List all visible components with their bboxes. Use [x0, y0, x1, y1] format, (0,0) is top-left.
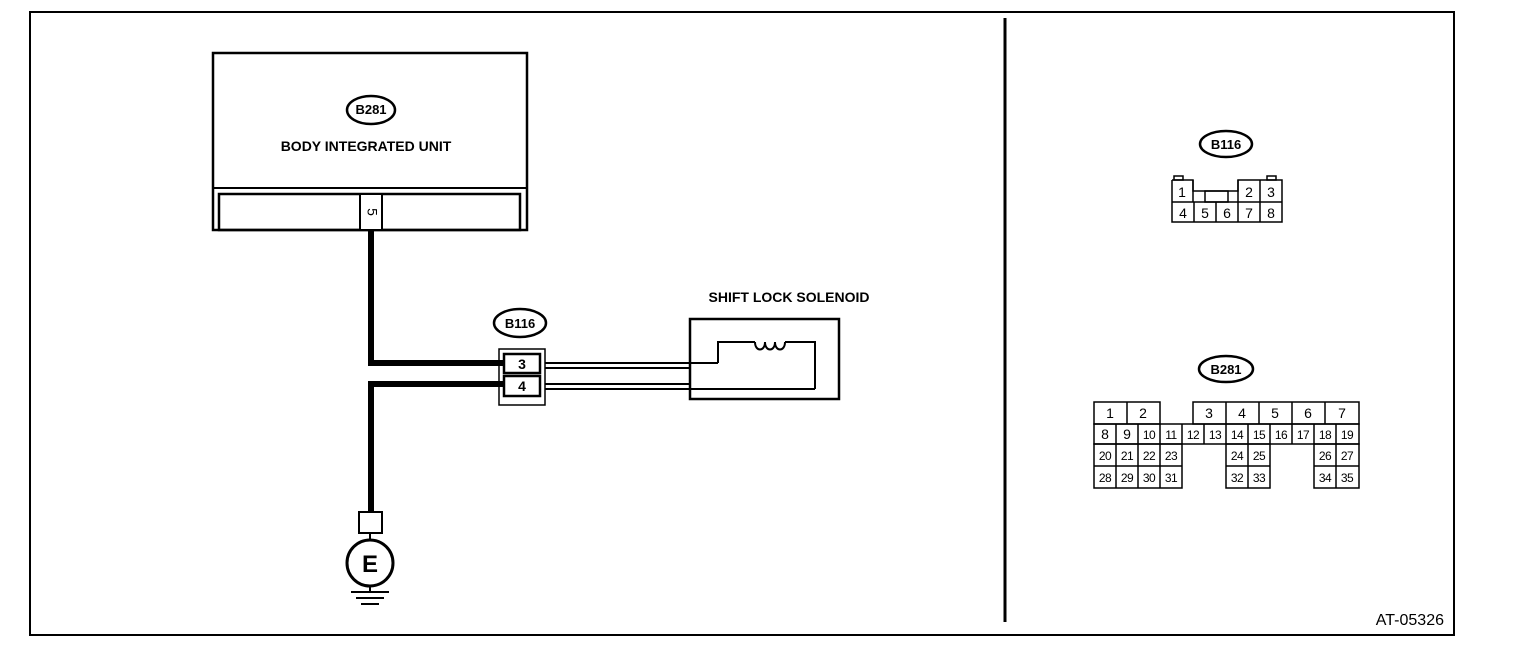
- b281-face-pin: 21: [1121, 449, 1134, 463]
- diagram-border: [29, 11, 1455, 636]
- b281-face-pin: 23: [1165, 449, 1178, 463]
- b116-face-pin: 6: [1223, 205, 1231, 221]
- figure-id: AT-05326: [1376, 612, 1444, 629]
- b281-face-pin: 14: [1231, 428, 1244, 442]
- b281-face-pin: 16: [1275, 428, 1288, 442]
- junction-connector-tag: B116: [505, 316, 535, 331]
- b281-face-pin: 27: [1341, 449, 1354, 463]
- b281-face-pin: 15: [1253, 428, 1266, 442]
- junction-connector-b116: B116 3 4: [492, 307, 548, 406]
- b281-face-pin: 5: [1271, 405, 1279, 421]
- b116-connector-face: B116 1 2 3 4 5 6 7 8: [1171, 129, 1283, 223]
- b281-face-pin: 3: [1205, 405, 1213, 421]
- b116-face-pin: 3: [1267, 184, 1275, 200]
- ground-symbol: E: [345, 511, 395, 605]
- body-unit-label: BODY INTEGRATED UNIT: [281, 138, 452, 154]
- b281-face-pin: 29: [1121, 471, 1134, 485]
- b281-face-pin: 33: [1253, 471, 1266, 485]
- b281-face-pin: 2: [1139, 405, 1147, 421]
- b281-face-pin: 30: [1143, 471, 1156, 485]
- b281-face-pin: 9: [1123, 426, 1131, 442]
- b281-face-pin: 17: [1297, 428, 1310, 442]
- b281-face-pin: 22: [1143, 449, 1156, 463]
- b281-face-pin: 26: [1319, 449, 1332, 463]
- b281-face-pin: 32: [1231, 471, 1244, 485]
- b281-face-pin: 10: [1143, 428, 1156, 442]
- b281-face-pin: 1: [1106, 405, 1114, 421]
- b281-face-pin: 11: [1165, 428, 1177, 442]
- ground-label: E: [362, 551, 378, 578]
- b281-connector-face: B281: [1093, 354, 1360, 489]
- b116-face-tag: B116: [1211, 137, 1241, 152]
- b281-face-pin: 35: [1341, 471, 1354, 485]
- thick-wires: [368, 230, 504, 512]
- b116-face-pin: 2: [1245, 184, 1253, 200]
- b281-face-tag: B281: [1210, 362, 1241, 377]
- b281-face-pin: 28: [1099, 471, 1112, 485]
- b116-face-pin: 8: [1267, 205, 1275, 221]
- body-unit-pin-label: 5: [364, 208, 380, 216]
- b281-face-pin: 13: [1209, 428, 1222, 442]
- connector-tag-b281-unit-label: B281: [355, 102, 386, 117]
- junction-pin-3: 3: [518, 356, 526, 372]
- connector-tag-b281-unit: [345, 94, 397, 126]
- b281-face-pin: 8: [1101, 426, 1109, 442]
- body-integrated-unit: 5 B281 BODY INTEGRATED UNIT: [211, 51, 529, 232]
- b281-face-pin: 34: [1319, 471, 1332, 485]
- shift-lock-solenoid: SHIFT LOCK SOLENOID: [688, 289, 870, 401]
- junction-pin-4: 4: [518, 378, 526, 394]
- b281-face-pin: 20: [1099, 449, 1112, 463]
- b116-face-pin: 7: [1245, 205, 1253, 221]
- b281-face-pin: 18: [1319, 428, 1332, 442]
- b281-face-pin: 24: [1231, 449, 1244, 463]
- b116-face-pin: 1: [1178, 184, 1186, 200]
- b281-face-pin: 12: [1187, 428, 1200, 442]
- b281-face-pin: 31: [1165, 471, 1178, 485]
- b281-face-pin: 19: [1341, 428, 1354, 442]
- b281-face-pin: 7: [1338, 405, 1346, 421]
- b281-face-pin: 4: [1238, 405, 1246, 421]
- b116-face-pin: 4: [1179, 205, 1187, 221]
- solenoid-label: SHIFT LOCK SOLENOID: [709, 289, 870, 305]
- coil-icon: [717, 341, 816, 389]
- b281-face-pin: 25: [1253, 449, 1266, 463]
- solenoid-wires: [545, 362, 815, 390]
- b116-face-pin: 5: [1201, 205, 1209, 221]
- b281-face-pin: 6: [1304, 405, 1312, 421]
